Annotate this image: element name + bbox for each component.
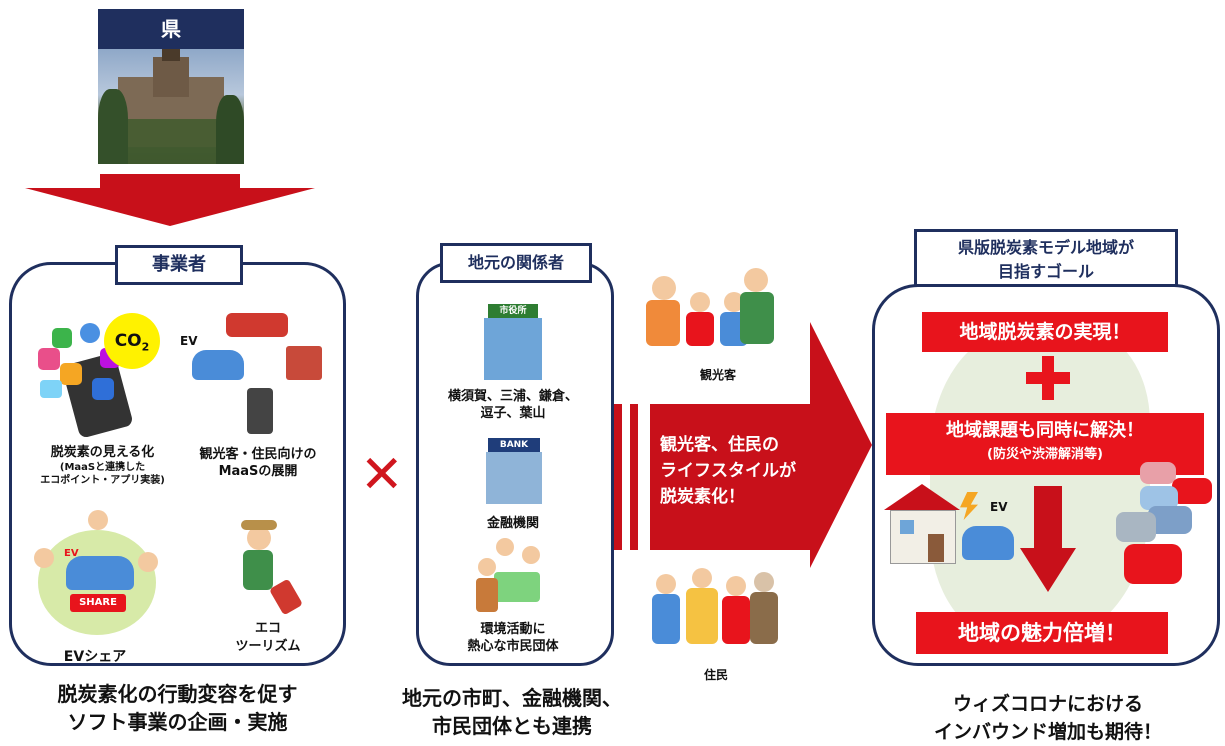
city-hall-caption: 横須賀、三浦、鎌倉、 逗子、葉山 bbox=[420, 388, 606, 422]
lifestyle-arrow bbox=[614, 322, 872, 568]
city-hall-line2: 逗子、葉山 bbox=[480, 406, 546, 421]
tourist-illustration bbox=[225, 520, 305, 620]
goal-box2-line1: 地域課題も同時に解決！ bbox=[946, 420, 1144, 441]
times-symbol: ✕ bbox=[360, 445, 404, 505]
prefecture-label: 県 bbox=[161, 17, 181, 41]
maas-caption: 観光客・住民向けの MaaSの展開 bbox=[183, 446, 333, 480]
locals-caption: 地元の市町、金融機関、 市民団体とも連携 bbox=[366, 684, 658, 740]
person-icon bbox=[34, 548, 54, 568]
lifestyle-line2: ライフスタイルが bbox=[660, 461, 796, 481]
tourists-illustration bbox=[640, 268, 790, 356]
goal-box3-text: 地域の魅力倍増！ bbox=[958, 621, 1126, 645]
share-badge-text: SHARE bbox=[79, 597, 117, 608]
citizen-group-caption: 環境活動に 熱心な市民団体 bbox=[420, 621, 606, 655]
lifestyle-line3: 脱炭素化！ bbox=[660, 487, 745, 507]
locals-title: 地元の関係者 bbox=[440, 243, 592, 283]
eco-tourism-caption: エコ ツーリズム bbox=[218, 620, 318, 656]
bank-icon: BANK bbox=[486, 438, 542, 504]
train-icon bbox=[226, 313, 288, 337]
city-hall-line1: 横須賀、三浦、鎌倉、 bbox=[447, 389, 578, 404]
bank-caption: 金融機関 bbox=[486, 516, 539, 531]
operators-title-text: 事業者 bbox=[152, 254, 206, 275]
operators-caption-line2: ソフト事業の企画・実施 bbox=[67, 710, 288, 734]
operators-title: 事業者 bbox=[115, 245, 243, 285]
residents-illustration bbox=[652, 568, 780, 654]
goal-title: 県版脱炭素モデル地域が 目指すゴール bbox=[914, 229, 1178, 287]
locals-title-text: 地元の関係者 bbox=[467, 253, 564, 272]
prefecture-header: 県 bbox=[98, 9, 244, 49]
person-icon bbox=[88, 510, 108, 530]
house-icon bbox=[884, 484, 960, 564]
maas-line1: 観光客・住民向けの bbox=[199, 447, 317, 462]
visualization-line1: 脱炭素の見える化 bbox=[50, 445, 155, 460]
smartphone-icon bbox=[247, 388, 273, 434]
shop-icon bbox=[286, 346, 322, 380]
ev-share-ev-tag: EV bbox=[64, 548, 79, 559]
goal-title-line1: 県版脱炭素モデル地域が bbox=[957, 238, 1134, 257]
plus-sign: + bbox=[1022, 352, 1074, 404]
maas-ev-tag: EV bbox=[180, 334, 198, 348]
lifestyle-arrow-text: 観光客、住民の ライフスタイルが 脱炭素化！ bbox=[660, 432, 800, 510]
car-icon bbox=[1172, 478, 1212, 504]
goal-caption-line1: ウィズコロナにおける bbox=[952, 693, 1143, 715]
goal-caption: ウィズコロナにおける インバウンド増加も期待！ bbox=[872, 690, 1224, 746]
city-hall-sign: 市役所 bbox=[499, 306, 527, 316]
goal-box-regional-issues: 地域課題も同時に解決！ (防災や渋滞解消等) bbox=[886, 413, 1204, 475]
goal-title-line2: 目指すゴール bbox=[997, 262, 1094, 281]
tourists-label: 観光客 bbox=[699, 368, 736, 382]
car-icon bbox=[1140, 462, 1176, 484]
goal-box-decarbonization: 地域脱炭素の実現！ bbox=[922, 312, 1168, 352]
city-hall-icon: 市役所 bbox=[484, 304, 542, 380]
car-icon bbox=[1124, 544, 1182, 584]
eco-tourism-line1: エコ bbox=[254, 621, 281, 636]
goal-ev-tag: EV bbox=[990, 500, 1008, 514]
ev-share-caption: EVシェア bbox=[63, 649, 127, 665]
car-icon bbox=[1116, 512, 1156, 542]
share-badge: SHARE bbox=[70, 594, 126, 612]
co2-subscript: 2 bbox=[141, 340, 150, 354]
operators-caption-line1: 脱炭素化の行動変容を促す bbox=[57, 682, 298, 706]
eco-tourism-line2: ツーリズム bbox=[235, 639, 301, 654]
goal-box2-line2: (防災や渋滞解消等) bbox=[987, 447, 1103, 462]
operators-caption: 脱炭素化の行動変容を促す ソフト事業の企画・実施 bbox=[0, 680, 355, 736]
lifestyle-line1: 観光客、住民の bbox=[660, 435, 779, 455]
goal-box-attractiveness: 地域の魅力倍増！ bbox=[916, 612, 1168, 654]
citizen-group-illustration bbox=[474, 538, 554, 618]
visualization-line2: (MaaSと連携した bbox=[59, 462, 146, 473]
co2-text: CO bbox=[114, 331, 142, 351]
locals-caption-line1: 地元の市町、金融機関、 bbox=[402, 686, 622, 710]
locals-caption-line2: 市民団体とも連携 bbox=[432, 714, 592, 738]
ev-share-car-icon bbox=[66, 556, 134, 590]
co2-badge: CO2 bbox=[104, 313, 160, 369]
visualization-caption: 脱炭素の見える化 (MaaSと連携した エコポイント・アプリ実装) bbox=[20, 444, 185, 487]
goal-box1-text: 地域脱炭素の実現！ bbox=[959, 321, 1131, 343]
ev-car-icon bbox=[192, 350, 244, 380]
goal-caption-line2: インバウンド増加も期待！ bbox=[933, 721, 1162, 743]
bank-sign: BANK bbox=[499, 440, 529, 450]
residents-label: 住民 bbox=[703, 668, 728, 682]
down-arrow bbox=[25, 174, 315, 226]
goal-down-arrow bbox=[1020, 486, 1076, 592]
prefecture-building-photo bbox=[98, 49, 244, 164]
citizen-group-line2: 熱心な市民団体 bbox=[467, 639, 559, 654]
goal-ev-car-icon bbox=[962, 526, 1014, 560]
citizen-group-line1: 環境活動に bbox=[480, 622, 546, 637]
person-icon bbox=[138, 552, 158, 572]
visualization-line3: エコポイント・アプリ実装) bbox=[40, 475, 165, 486]
maas-line2: MaaSの展開 bbox=[218, 464, 298, 479]
